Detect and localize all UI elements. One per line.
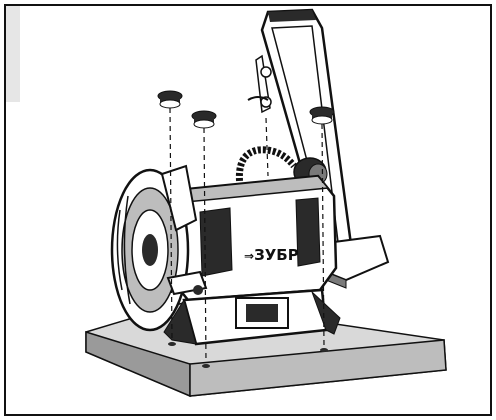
rear-bolt-guide-line [265,117,269,177]
mounting-nut-1 [157,90,183,346]
mounting-nut-2 [191,110,217,368]
power-switch [246,304,278,322]
grinder-base [163,288,341,346]
side-tab [6,6,20,102]
mounting-hardware [157,90,335,368]
brand-logo: ⇒ЗУБР [244,246,299,264]
mounting-nut-3 [309,106,335,352]
motor-housing: ⇒ЗУБР [170,174,338,302]
